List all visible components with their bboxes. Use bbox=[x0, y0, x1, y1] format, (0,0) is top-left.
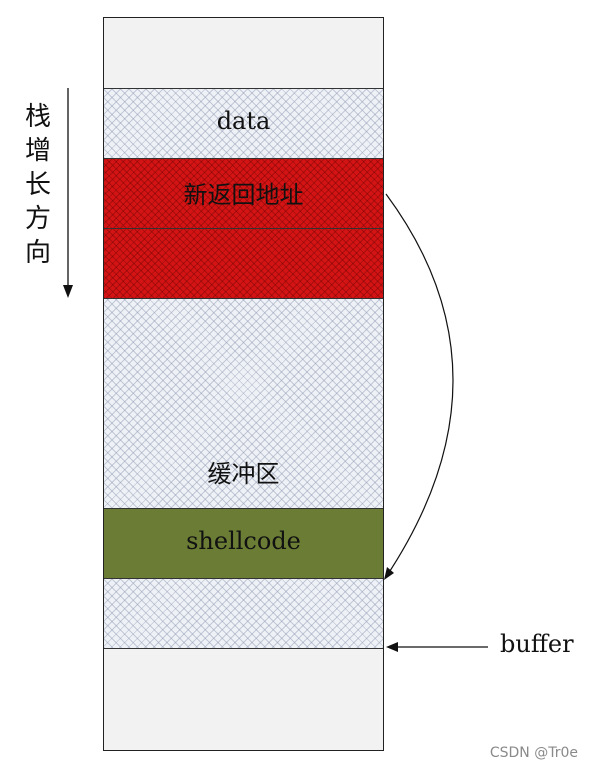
growth-char: 方 bbox=[24, 204, 51, 234]
data-label: data bbox=[216, 107, 271, 135]
buffer-area-label: 缓冲区 bbox=[207, 460, 280, 488]
return-to-shellcode-arrow bbox=[385, 193, 454, 578]
return-to-shellcode-arrowhead bbox=[384, 567, 394, 580]
csdn-watermark: CSDN @Tr0e bbox=[489, 745, 578, 761]
data-region: data bbox=[104, 88, 383, 159]
growth-arrow-head bbox=[63, 285, 73, 298]
buffer-pointer-head bbox=[386, 642, 398, 652]
return-address-label: 新返回地址 bbox=[183, 181, 304, 209]
growth-char: 栈 bbox=[24, 102, 51, 132]
return-address-region: 新返回地址 bbox=[104, 158, 383, 229]
buffer-pointer-label: buffer bbox=[500, 630, 574, 658]
saved-frame-region bbox=[104, 228, 383, 299]
stack-growth-direction-label: 栈 增 长 方 向 bbox=[22, 100, 54, 270]
shellcode-label: shellcode bbox=[186, 527, 301, 555]
growth-char: 增 bbox=[24, 136, 51, 166]
growth-char: 长 bbox=[24, 170, 51, 200]
growth-char: 向 bbox=[24, 238, 51, 268]
buffer-area-region: 缓冲区 bbox=[104, 299, 383, 509]
padding-region bbox=[104, 578, 383, 649]
stack-diagram: data 新返回地址 缓冲区 shellcode bbox=[103, 17, 384, 751]
shellcode-region: shellcode bbox=[104, 508, 383, 579]
